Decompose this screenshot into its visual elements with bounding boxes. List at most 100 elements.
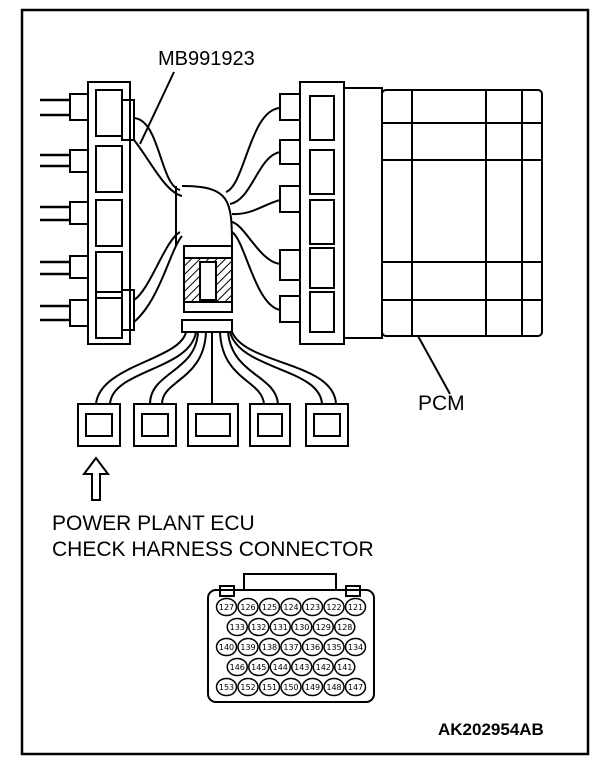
connector-pin-outline (344, 597, 367, 617)
connector-pin-number: 147 (348, 683, 363, 692)
connector-pin-number: 145 (251, 663, 266, 672)
connector-pin-number: 131 (273, 623, 288, 632)
connector-pin-number: 140 (219, 643, 234, 652)
connector-pin-outline (269, 617, 291, 637)
connector-pin: 132 (248, 617, 270, 637)
connector-label-line1: POWER PLANT ECU (52, 512, 255, 535)
connector-pin-outline (226, 617, 248, 637)
left-pigtails (40, 98, 72, 322)
connector-pin-outline (344, 677, 367, 697)
up-arrow-icon (82, 456, 110, 501)
connector-pin-outline (215, 637, 238, 657)
connector-pin: 123 (301, 597, 324, 617)
connector-pin-outline (248, 657, 270, 677)
connector-pin-outline (334, 657, 356, 677)
connector-pin-outline (323, 597, 345, 617)
connector-pin: 152 (237, 677, 259, 697)
diagram-frame (20, 8, 590, 756)
connector-pin-number: 121 (348, 603, 363, 612)
connector-pin-number: 150 (283, 683, 298, 692)
pcm-body (299, 81, 543, 345)
connector-pin-number: 152 (240, 683, 255, 692)
connector-pin-outline (323, 677, 345, 697)
connector-pin: 139 (237, 637, 259, 657)
connector-pin-outline (280, 677, 302, 697)
connector-pin-outline (323, 637, 345, 657)
connector-pin-number: 144 (273, 663, 288, 672)
pcm-side-plugs (279, 93, 301, 323)
connector-pin-outline (301, 677, 324, 697)
connector-label-line2: CHECK HARNESS CONNECTOR (52, 538, 374, 561)
connector-pin-outline (312, 657, 334, 677)
connector-pin-number: 122 (326, 603, 341, 612)
connector-pin: 141 (334, 657, 356, 677)
tool-label: MB991923 (158, 48, 255, 70)
connector-pin-number: 129 (316, 623, 331, 632)
connector-pin-number: 124 (283, 603, 298, 612)
connector-pin: 145 (248, 657, 270, 677)
connector-pin-number: 127 (219, 603, 234, 612)
connector-pin: 146 (226, 657, 248, 677)
connector-pin: 122 (323, 597, 345, 617)
connector-pin-number: 141 (337, 663, 352, 672)
tool-leader-line (139, 71, 175, 145)
connector-pin-number: 125 (262, 603, 277, 612)
connector-pin-number: 136 (305, 643, 320, 652)
connector-pin-outline (215, 597, 238, 617)
connector-pin-outline (280, 637, 302, 657)
connector-pin-number: 139 (240, 643, 255, 652)
connector-pin: 127 (215, 597, 238, 617)
connector-pin-number: 126 (240, 603, 255, 612)
connector-pin-outline (291, 617, 313, 637)
connector-pin-number: 151 (262, 683, 277, 692)
connector-pin-outline (237, 677, 259, 697)
connector-pin: 144 (269, 657, 291, 677)
connector-pin: 140 (215, 637, 238, 657)
connector-pin-outline (237, 597, 259, 617)
connector-pin-outline (258, 597, 281, 617)
harness-cables (133, 107, 281, 323)
connector-pin: 143 (291, 657, 313, 677)
connector-pin-outline (215, 677, 238, 697)
connector-pin-outline (301, 597, 324, 617)
connector-pin-number: 146 (230, 663, 245, 672)
connector-pin: 150 (280, 677, 302, 697)
check-harness-plugs (77, 403, 349, 447)
reference-code: AK202954AB (438, 720, 544, 739)
left-pigtail-plugs (69, 93, 89, 327)
harness-junction (181, 245, 233, 333)
connector-pin-outline (226, 657, 248, 677)
connector-pin-number: 123 (305, 603, 320, 612)
connector-pin-outline (248, 617, 270, 637)
connector-pin: 134 (344, 637, 367, 657)
connector-pin: 121 (344, 597, 367, 617)
connector-pin-number: 133 (230, 623, 245, 632)
connector-pin-outline (344, 637, 367, 657)
connector-pin-number: 148 (326, 683, 341, 692)
connector-pin: 130 (291, 617, 313, 637)
check-harness-cables (95, 331, 337, 405)
pcm-leader-line (417, 335, 451, 395)
connector-pin-number: 149 (305, 683, 320, 692)
connector-pin: 138 (258, 637, 281, 657)
connector-pin-number: 134 (348, 643, 363, 652)
left-connector-block (87, 81, 135, 345)
connector-pin-number: 128 (337, 623, 352, 632)
connector-pin: 129 (312, 617, 334, 637)
connector-pin-number: 143 (294, 663, 309, 672)
connector-pin-outline (301, 637, 324, 657)
connector-pin: 153 (215, 677, 238, 697)
connector-pin: 142 (312, 657, 334, 677)
connector-pin-outline (258, 677, 281, 697)
connector-pin: 149 (301, 677, 324, 697)
connector-pin: 137 (280, 637, 302, 657)
connector-pin: 133 (226, 617, 248, 637)
connector-pin-outline (258, 637, 281, 657)
connector-pin: 148 (323, 677, 345, 697)
connector-pin-outline (237, 637, 259, 657)
connector-pin-outline (312, 617, 334, 637)
connector-pin-number: 135 (326, 643, 341, 652)
connector-pin-number: 153 (219, 683, 234, 692)
